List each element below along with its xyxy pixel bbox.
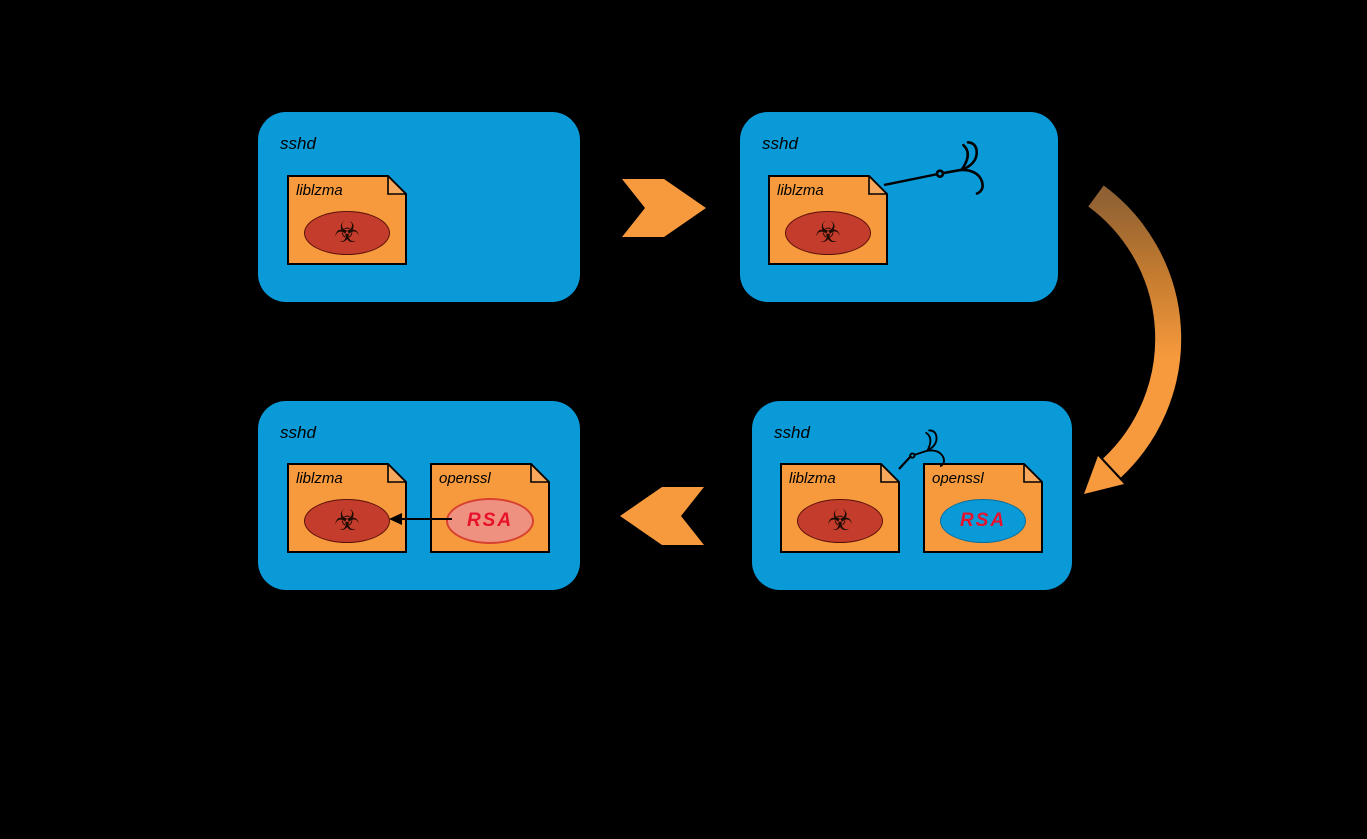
rsa-logo: RSA — [446, 498, 534, 544]
biohazard-icon: ☣ — [304, 211, 390, 255]
file-liblzma-bottom-right: liblzma ☣ — [780, 463, 900, 553]
process-label: sshd — [280, 134, 316, 153]
file-liblzma-top-right: liblzma ☣ — [768, 175, 888, 265]
file-liblzma-top-left: liblzma ☣ — [287, 175, 407, 265]
biohazard-icon: ☣ — [785, 211, 871, 255]
file-openssl-bottom-left: openssl RSA — [430, 463, 550, 553]
file-label: openssl — [932, 470, 984, 487]
flow-arrow-curved-head — [1084, 456, 1124, 494]
process-label: sshd — [280, 423, 316, 442]
process-label: sshd — [762, 134, 798, 153]
flow-arrow-curved — [1088, 185, 1182, 478]
file-liblzma-bottom-left: liblzma ☣ — [287, 463, 407, 553]
flow-arrow-right — [622, 179, 706, 237]
file-label: liblzma — [296, 182, 343, 199]
file-label: openssl — [439, 470, 491, 487]
process-label: sshd — [774, 423, 810, 442]
file-openssl-bottom-right: openssl RSA — [923, 463, 1043, 553]
biohazard-icon: ☣ — [797, 499, 883, 543]
file-label: liblzma — [777, 182, 824, 199]
biohazard-icon: ☣ — [304, 499, 390, 543]
flow-arrow-left — [620, 487, 704, 545]
file-label: liblzma — [789, 470, 836, 487]
rsa-logo: RSA — [940, 499, 1026, 543]
file-label: liblzma — [296, 470, 343, 487]
